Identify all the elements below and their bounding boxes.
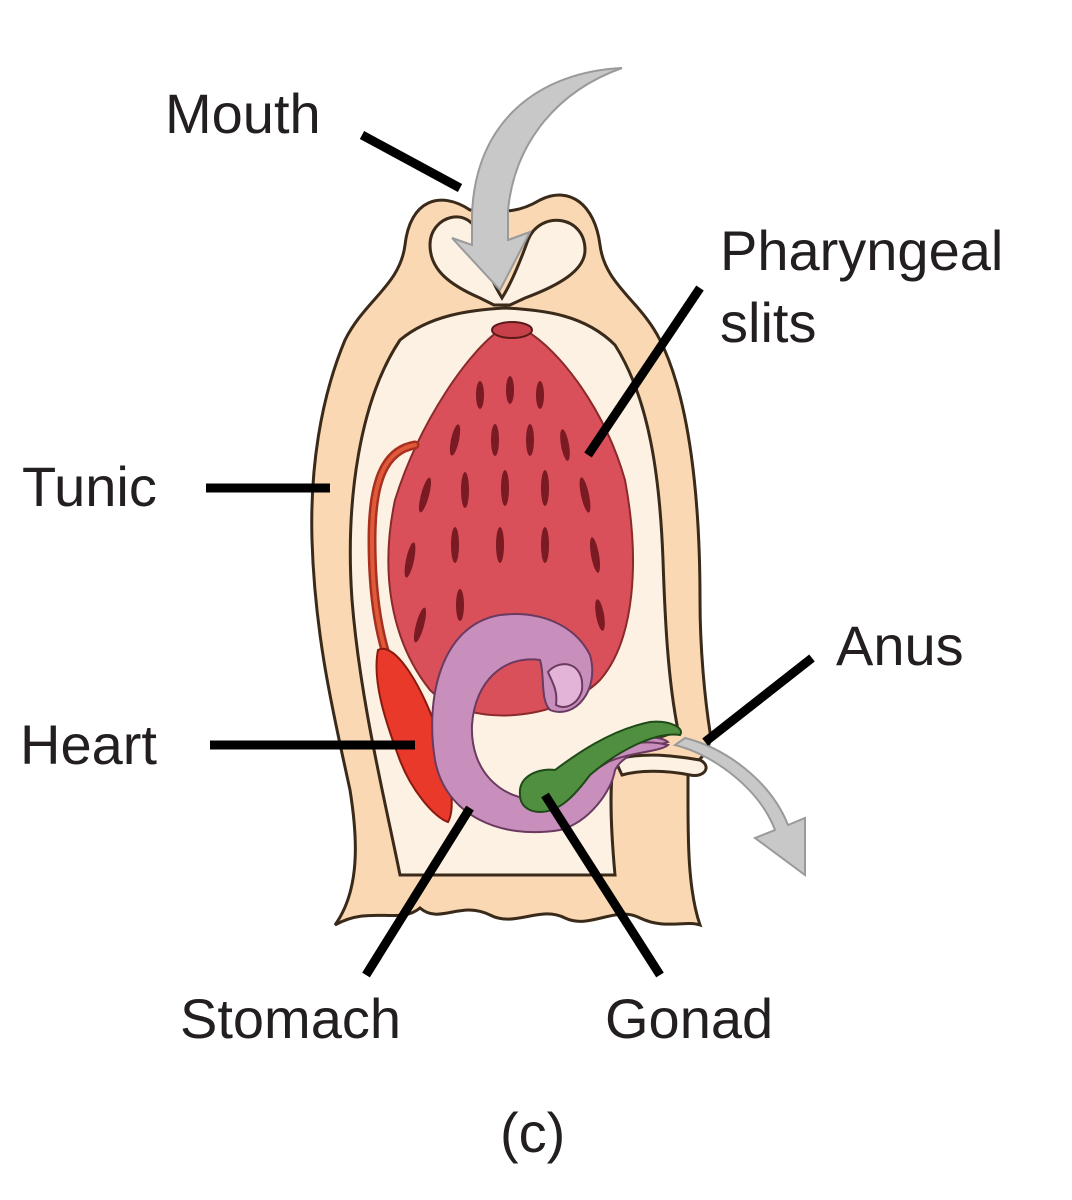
label-mouth: Mouth: [165, 82, 321, 145]
pharyngeal-slits: [404, 376, 605, 643]
label-heart: Heart: [20, 713, 157, 776]
pharynx: [387, 329, 634, 717]
heart: [375, 647, 453, 824]
atrial-siphon: [612, 753, 708, 777]
pharyngeal-slits-leader: [584, 285, 704, 458]
pharynx-opening: [491, 321, 533, 339]
label-gonad: Gonad: [605, 987, 773, 1050]
inflow-arrow: [451, 67, 623, 292]
heart-vessel-inner: [369, 443, 417, 674]
gonad-leader: [541, 792, 664, 978]
outflow-arrow: [672, 736, 806, 877]
label-pharyngeal-line2: slits: [720, 291, 816, 354]
stomach-inner-fold: [546, 663, 584, 708]
label-tunic: Tunic: [22, 455, 157, 518]
label-stomach: Stomach: [180, 987, 401, 1050]
leader-lines: [206, 131, 815, 978]
anus-leader: [702, 654, 815, 746]
gonad: [518, 720, 682, 814]
label-pharyngeal-line1: Pharyngeal: [720, 219, 1003, 282]
label-panel: (c): [500, 1101, 565, 1164]
label-anus: Anus: [836, 614, 964, 677]
mouth-leader: [359, 131, 463, 192]
stomach-leader: [362, 805, 474, 978]
